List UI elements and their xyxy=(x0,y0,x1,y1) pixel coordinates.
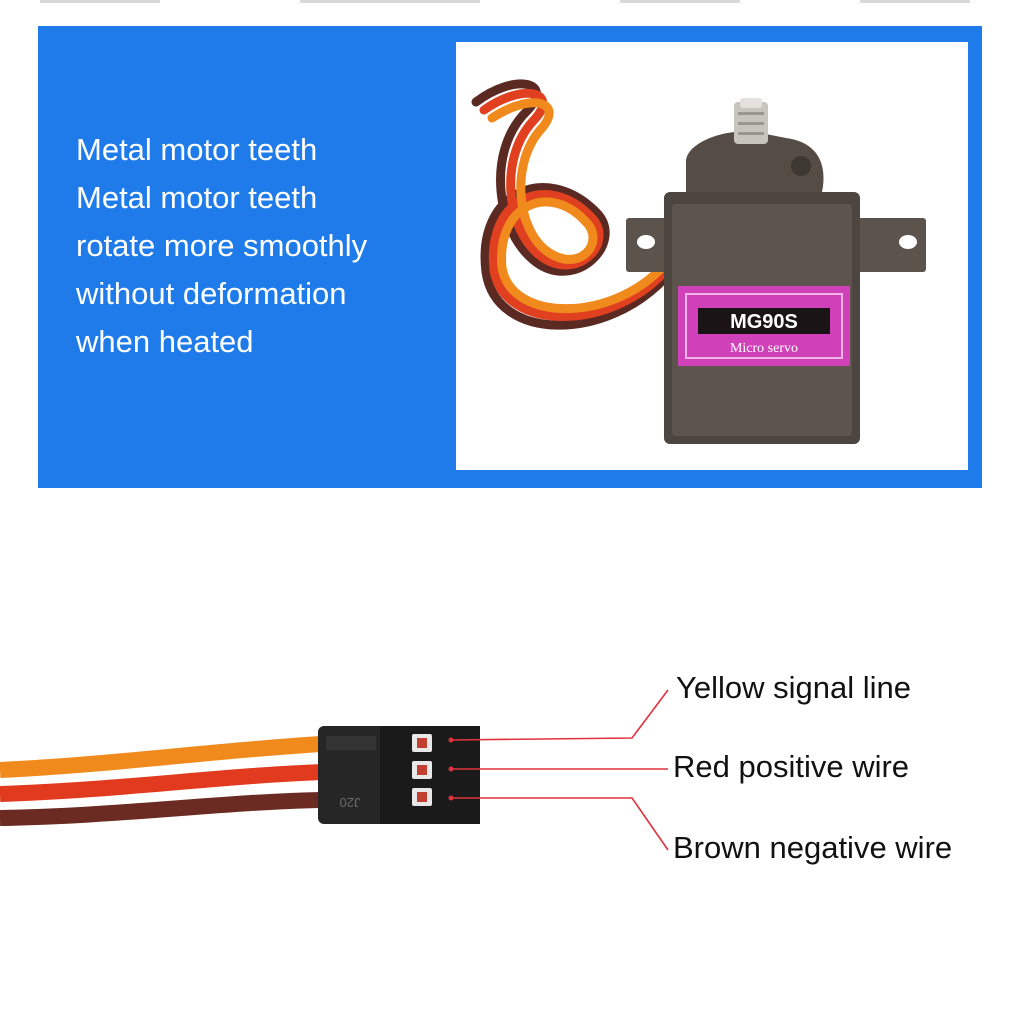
gear-housing xyxy=(686,131,824,192)
cable-brown xyxy=(471,79,671,330)
wire-orange xyxy=(0,736,323,778)
feature-line: when heated xyxy=(76,324,254,359)
servo-illustration: MG90S Micro servo xyxy=(471,79,926,444)
cable-orange xyxy=(487,98,671,314)
feature-text-block: Metal motor teeth Metal motor teeth rota… xyxy=(76,126,436,366)
leader-signal xyxy=(450,689,669,741)
connector-mark: J20 xyxy=(340,795,361,810)
feature-line: rotate more smoothly xyxy=(76,228,368,263)
label-model: MG90S xyxy=(730,311,798,333)
leader-negative xyxy=(451,797,669,851)
feature-line: without deformation xyxy=(76,276,347,311)
connector-pins xyxy=(412,734,432,806)
top-border-strip xyxy=(0,0,1020,6)
feature-line: Metal motor teeth xyxy=(76,132,318,167)
feature-banner: Metal motor teeth Metal motor teeth rota… xyxy=(38,26,982,488)
cable-red xyxy=(479,88,671,321)
feature-line: Metal motor teeth xyxy=(76,180,318,215)
callout-positive: Red positive wire xyxy=(673,749,910,784)
wire-red xyxy=(0,764,323,802)
wire-brown xyxy=(0,792,323,826)
label-type: Micro servo xyxy=(730,341,798,356)
servo-photo: MG90S Micro servo xyxy=(456,42,968,470)
callout-signal: Yellow signal line xyxy=(676,670,911,705)
callout-negative: Brown negative wire xyxy=(673,830,953,865)
